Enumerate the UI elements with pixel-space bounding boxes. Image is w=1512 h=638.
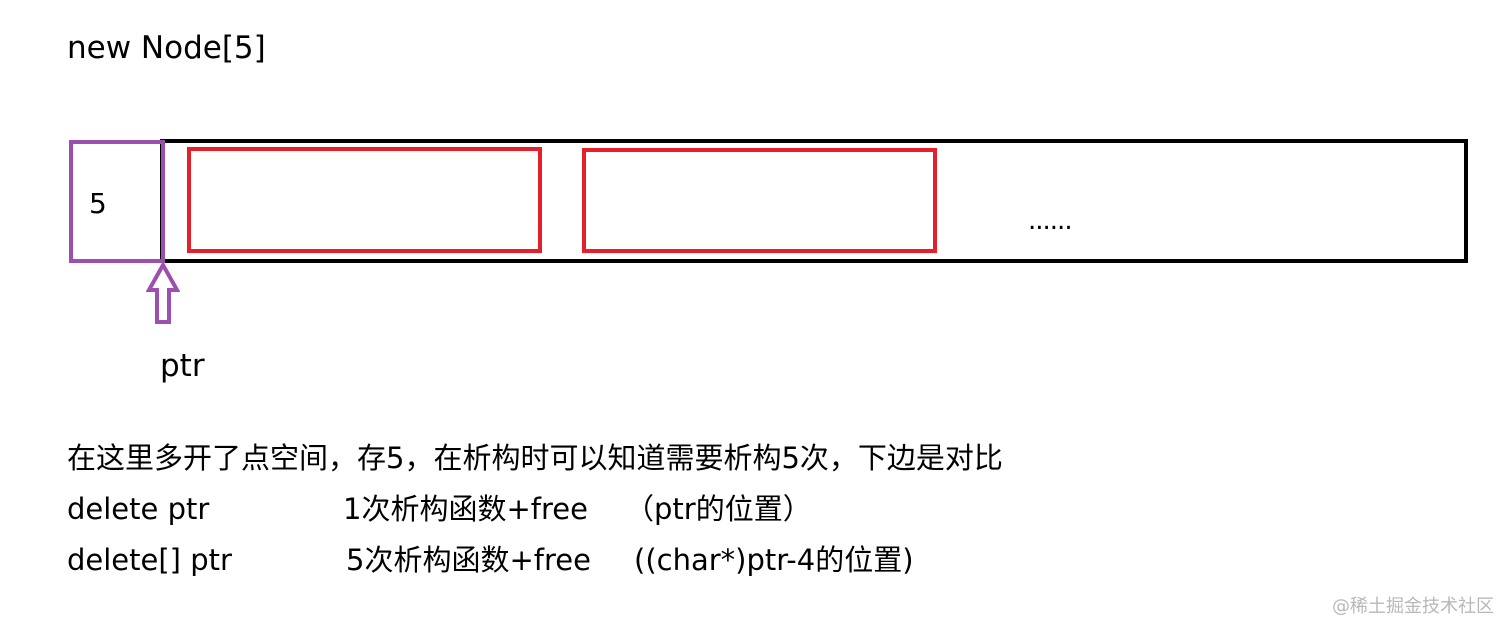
array-element-2 — [582, 148, 937, 253]
pointer-label: ptr — [160, 348, 205, 384]
comparison-code-delete: delete ptr — [67, 492, 210, 526]
up-arrow-icon — [146, 262, 180, 324]
array-more-elements: ...... — [1028, 206, 1073, 236]
array-element-1 — [187, 147, 542, 253]
watermark-text: @稀土掘金技术社区 — [1332, 596, 1494, 617]
comparison-code-delete-array: delete[] ptr — [67, 543, 232, 577]
array-count-value: 5 — [89, 187, 107, 220]
comparison-position-delete: （ptr的位置） — [625, 492, 812, 526]
comparison-position-delete-array: ((char*)ptr-4的位置) — [634, 543, 914, 577]
description-text: 在这里多开了点空间，存5，在析构时可以知道需要析构5次，下边是对比 — [67, 441, 1003, 475]
comparison-effect-delete: 1次析构函数+free — [343, 492, 588, 526]
array-count-cell — [69, 140, 165, 263]
diagram-title: new Node[5] — [67, 30, 266, 66]
comparison-effect-delete-array: 5次析构函数+free — [346, 543, 591, 577]
